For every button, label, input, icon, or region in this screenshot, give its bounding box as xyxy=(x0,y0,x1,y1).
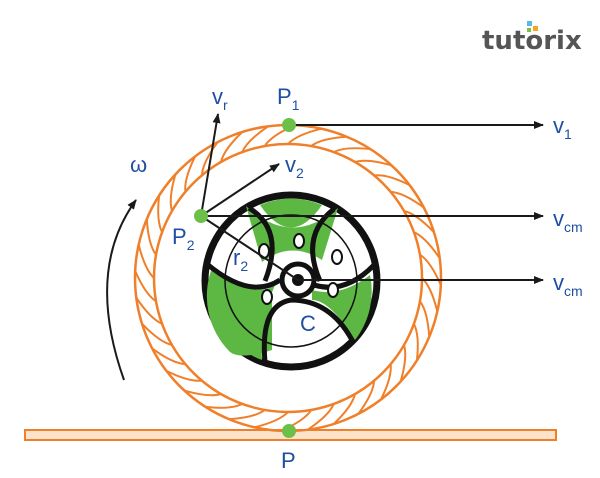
spoke-arc-5 xyxy=(261,297,355,363)
r2-label: r2 xyxy=(233,245,248,274)
tread-mark xyxy=(380,363,392,401)
vcm-lower-label: vcm xyxy=(553,270,583,299)
logo-dot-orange xyxy=(533,26,538,31)
tread-mark xyxy=(200,141,219,176)
lug-hole xyxy=(331,249,343,265)
point-p2 xyxy=(194,209,208,223)
lug-hole xyxy=(293,233,305,249)
tread-mark xyxy=(287,127,322,145)
tread-mark xyxy=(135,297,163,325)
point-p1 xyxy=(282,118,296,132)
tread-mark xyxy=(421,277,439,312)
tread-mark xyxy=(413,231,441,259)
contact-p-label: P xyxy=(281,448,296,473)
tyre-treads xyxy=(134,124,442,432)
tread-mark xyxy=(145,219,157,256)
omega-label: ω xyxy=(130,152,147,177)
v1-label: v1 xyxy=(553,113,572,142)
lug-hole xyxy=(327,282,339,298)
p2-label: P2 xyxy=(172,224,195,253)
tread-mark xyxy=(137,244,155,279)
spoke-arc-2 xyxy=(310,207,336,282)
tread-mark xyxy=(403,210,435,233)
center-c-label: C xyxy=(300,311,316,336)
tread-mark xyxy=(419,253,442,286)
tread-mark xyxy=(333,147,371,154)
tread-mark xyxy=(390,190,425,209)
tread-mark xyxy=(220,131,243,163)
r2-line xyxy=(200,215,299,281)
wheel-hub xyxy=(201,191,381,371)
tread-mark xyxy=(412,323,419,361)
tyre xyxy=(133,123,443,433)
tread-mark xyxy=(307,403,335,431)
logo-text: tutorix xyxy=(482,26,582,56)
tread-mark xyxy=(254,411,289,429)
tread-mark xyxy=(354,159,392,167)
tread-mark xyxy=(419,300,431,337)
logo-dot-blue xyxy=(527,21,532,26)
tread-mark xyxy=(241,125,269,153)
tread-mark xyxy=(184,155,196,193)
tread-mark xyxy=(165,370,203,382)
tread-mark xyxy=(184,389,222,397)
vr-arrow xyxy=(200,113,221,217)
tread-mark xyxy=(157,195,164,233)
tread-mark xyxy=(151,347,186,366)
tread-mark xyxy=(310,135,347,147)
spoke-arc-1 xyxy=(247,205,275,282)
tread-mark xyxy=(357,380,376,415)
vcm-upper-label: vcm xyxy=(553,206,583,235)
tread-mark xyxy=(333,393,356,425)
logo-dot-green xyxy=(527,28,531,32)
p1-label: P1 xyxy=(277,84,300,113)
hub-green-top xyxy=(260,198,322,228)
tread-mark xyxy=(229,409,266,421)
lug-hole xyxy=(261,289,273,305)
spoke-arc-3 xyxy=(205,262,282,290)
omega-arrow xyxy=(106,199,137,381)
tread-mark xyxy=(373,174,411,186)
tread-mark xyxy=(205,402,243,409)
v2-label: v2 xyxy=(285,152,304,181)
vr-label: vr xyxy=(212,84,228,113)
tread-mark xyxy=(169,174,177,212)
tread-mark xyxy=(134,270,157,303)
point-p xyxy=(282,424,296,438)
tutorix-logo: tutorix xyxy=(482,21,582,56)
v2-arrow xyxy=(200,163,280,217)
tread-mark xyxy=(141,323,173,346)
tread-mark xyxy=(399,344,407,382)
